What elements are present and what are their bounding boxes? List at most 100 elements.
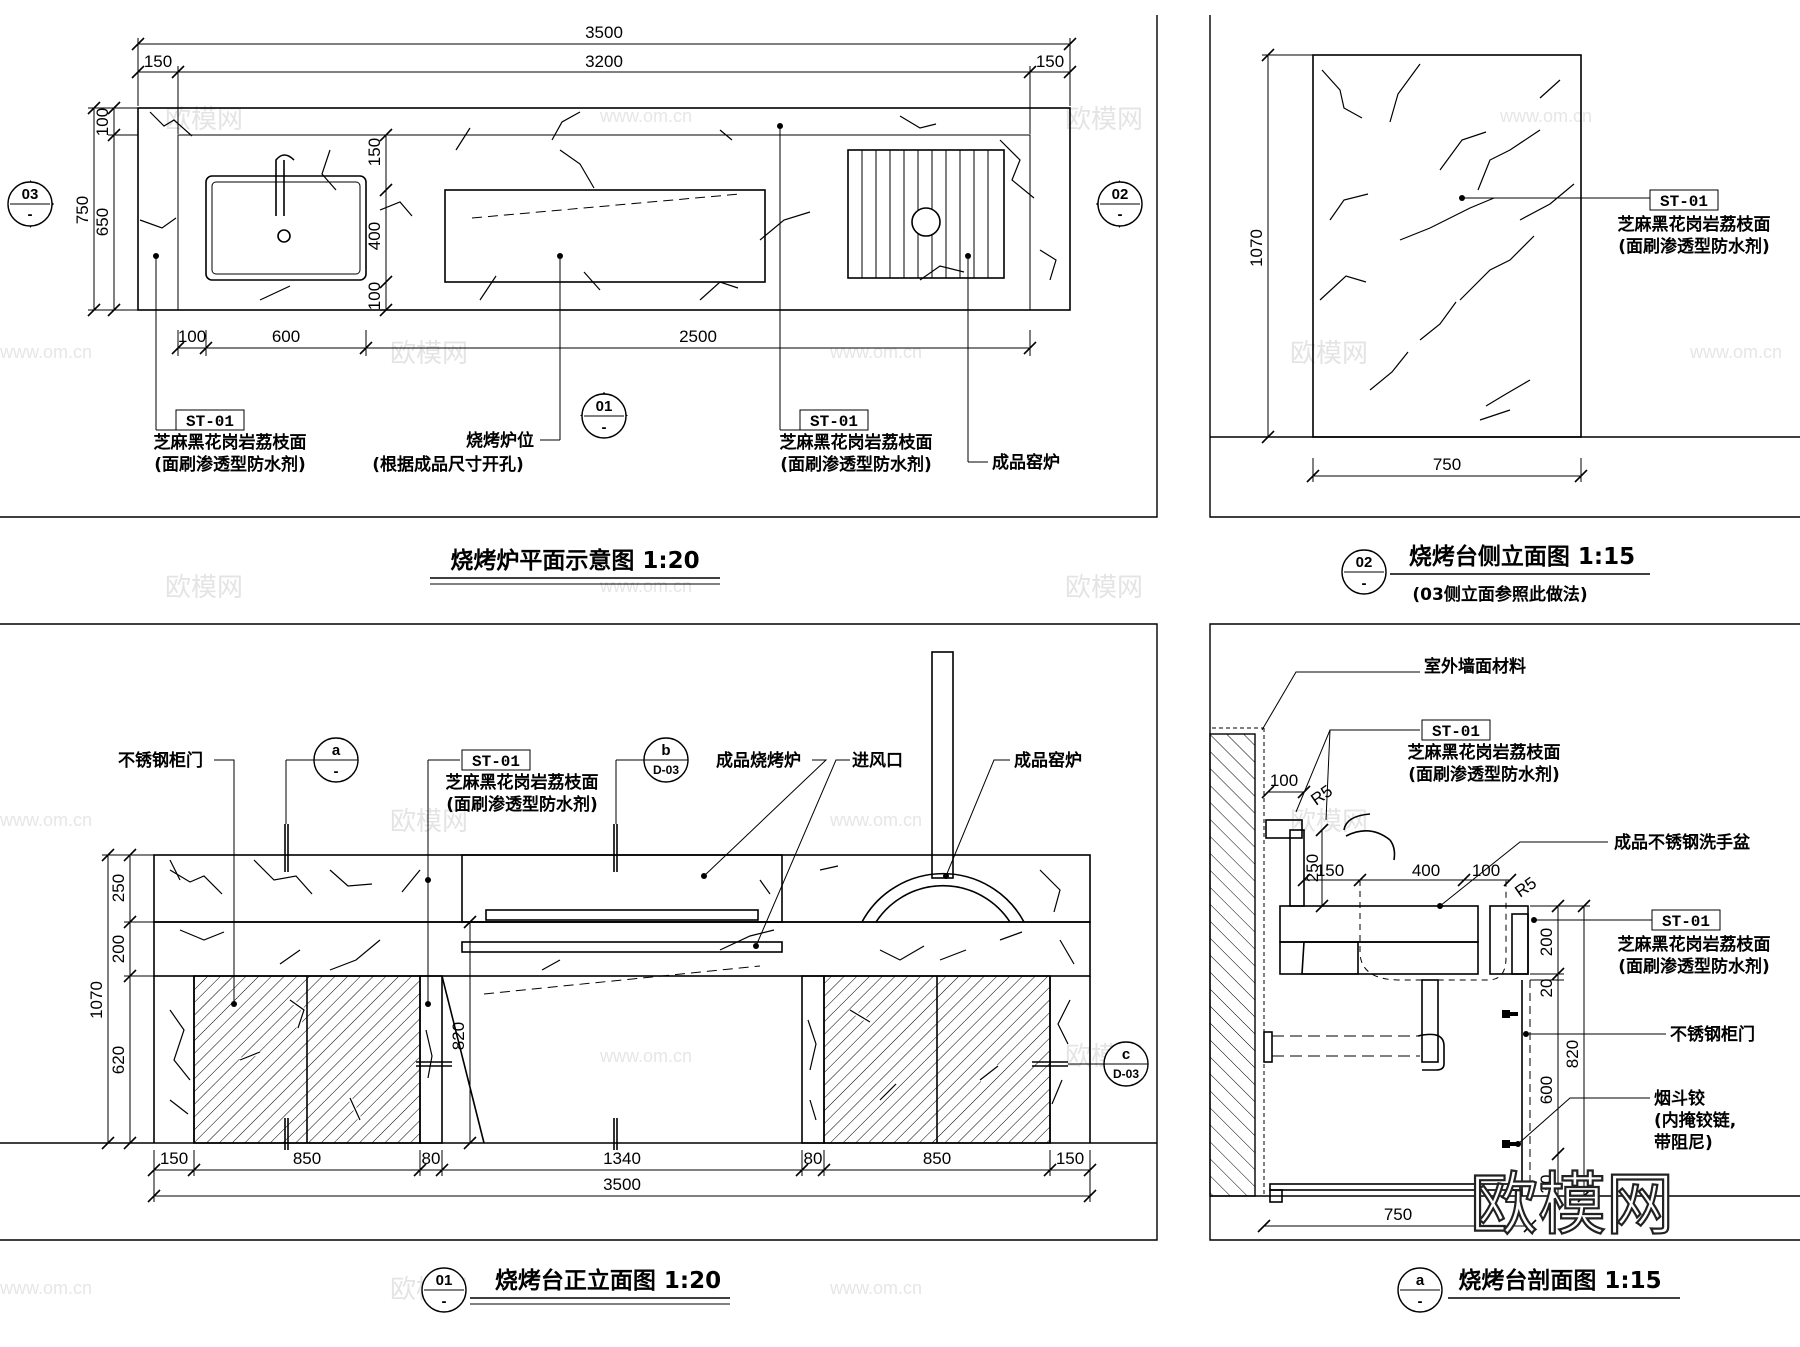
dim-plan-gap150: 150: [365, 138, 384, 166]
dim-side-height: 1070: [1247, 229, 1266, 267]
front-label-kiln: 成品窑炉: [1014, 750, 1082, 771]
plan-title: 烧烤炉平面示意图 1:20: [450, 547, 699, 574]
front-cut-bubble-b[interactable]: b D-03: [643, 737, 689, 783]
side-title: 烧烤台侧立面图 1:15: [1409, 543, 1635, 570]
dim-front-820: 820: [449, 1022, 468, 1050]
dim-plan-gap400: 400: [365, 222, 384, 250]
plan-view: 3500 150 3200 150 750 650 100: [7, 23, 1143, 585]
sec-label-wall: 室外墙面材料: [1424, 656, 1526, 677]
watermark-logo: 欧模网: [165, 105, 243, 135]
front-cut-bubble-c[interactable]: c D-03: [1103, 1041, 1149, 1087]
watermark-logo: 欧模网: [1065, 573, 1143, 603]
dim-front-b80b: 80: [804, 1149, 823, 1168]
dim-front-250: 250: [109, 874, 128, 902]
plan-section-symbol-03[interactable]: 03 -: [7, 180, 54, 228]
front-cutC-num: c: [1122, 1046, 1130, 1063]
watermark-site: www.om.cn: [599, 106, 692, 126]
dim-front-b850a: 850: [293, 1149, 321, 1168]
dim-sec-750: 750: [1384, 1205, 1412, 1224]
watermark-logo: 欧模网: [1065, 105, 1143, 135]
plan-section-symbol-01[interactable]: 01 -: [580, 392, 628, 439]
sec-label-hinge3: 带阻尼): [1654, 1132, 1713, 1153]
sec-label-hinge1: 烟斗铰: [1654, 1088, 1705, 1109]
dim-front-b80a: 80: [422, 1149, 441, 1168]
watermark-logo: 欧模网: [165, 573, 243, 603]
watermark-logo: 欧模网: [390, 807, 468, 837]
plan-sym01-num: 01: [596, 398, 613, 415]
dim-sec-250: 250: [1303, 854, 1322, 882]
front-title-sheet: -: [442, 1293, 447, 1310]
plan-note4-line1: 成品窑炉: [992, 452, 1060, 473]
front-cutB-sheet: D-03: [653, 763, 679, 777]
watermark-logo: 欧模网: [390, 339, 468, 369]
plan-note1-tag: ST-01: [186, 413, 234, 431]
dim-sec-600: 600: [1537, 1076, 1556, 1104]
side-note-line1: 芝麻黑花岗岩荔枝面: [1618, 214, 1771, 235]
dim-front-200: 200: [109, 935, 128, 963]
front-note-tag: ST-01: [472, 753, 520, 771]
front-label-inlet: 进风口: [852, 751, 903, 771]
dim-plan-total: 3500: [585, 23, 623, 42]
plan-sym03-sheet: -: [28, 206, 33, 223]
dim-plan-h-inner: 650: [93, 208, 112, 236]
watermark-site: www.om.cn: [0, 1278, 92, 1298]
front-cutA-num: a: [332, 742, 341, 759]
front-label-door: 不锈钢柜门: [118, 750, 203, 771]
dim-plan-right: 150: [1036, 52, 1064, 71]
section-view: 100 R5 250 150 400 100 R5 200 20 820 600…: [1209, 656, 1800, 1313]
dim-plan-gap100: 100: [365, 282, 384, 310]
side-elevation: 1070 750 ST-01 芝麻黑花岗岩荔枝面 (面刷渗透型防水剂) 02 -…: [1210, 48, 1800, 605]
plan-section-symbol-02[interactable]: 02 -: [1096, 180, 1143, 228]
plan-note3-line1: 芝麻黑花岗岩荔枝面: [780, 432, 933, 453]
plan-sym01-sheet: -: [602, 419, 607, 436]
front-cutB-num: b: [661, 742, 670, 759]
dim-side-width: 750: [1433, 455, 1461, 474]
dim-front-b1340: 1340: [603, 1149, 641, 1168]
dim-sec-r5b: R5: [1511, 873, 1540, 901]
front-title: 烧烤台正立面图 1:20: [495, 1267, 721, 1294]
watermark-site: www.om.cn: [829, 342, 922, 362]
watermark-site: www.om.cn: [829, 1278, 922, 1298]
dim-plan-left: 150: [144, 52, 172, 71]
front-cut-bubble-a[interactable]: a -: [285, 737, 359, 824]
sec-note2-line2: (面刷渗透型防水剂): [1618, 956, 1770, 977]
dim-plan-b2500: 2500: [679, 327, 717, 346]
dim-front-b850b: 850: [923, 1149, 951, 1168]
front-title-bubble[interactable]: 01 -: [421, 1267, 467, 1313]
dim-plan-mid: 3200: [585, 52, 623, 71]
front-elevation: 1070 250 200 620 820 150 850 80 1340 80 …: [0, 651, 1157, 1313]
dim-sec-r5a: R5: [1307, 781, 1336, 809]
side-title-num: 02: [1356, 554, 1373, 571]
watermark-site: www.om.cn: [1499, 106, 1592, 126]
sec-label-door: 不锈钢柜门: [1670, 1024, 1755, 1045]
front-note-line2: (面刷渗透型防水剂): [446, 794, 598, 815]
plan-note2-line1: 烧烤炉位: [466, 430, 534, 451]
section-title: 烧烤台剖面图 1:15: [1458, 1267, 1661, 1294]
watermarks: 欧模网 欧模网 欧模网 欧模网 欧模网 欧模网 欧模网 欧模网 欧模网 欧模网 …: [0, 105, 1782, 1305]
dim-sec-30: 30: [1537, 1175, 1556, 1194]
plan-sym03-num: 03: [22, 186, 39, 203]
front-label-bbq: 成品烧烤炉: [716, 750, 801, 771]
watermark-site: www.om.cn: [0, 810, 92, 830]
side-title-bubble[interactable]: 02 -: [1341, 549, 1387, 595]
watermark-site: www.om.cn: [599, 576, 692, 596]
section-title-bubble[interactable]: a -: [1397, 1267, 1443, 1313]
section-title-sheet: -: [1418, 1293, 1423, 1310]
side-note-tag: ST-01: [1660, 193, 1708, 211]
dim-front-total: 3500: [603, 1175, 641, 1194]
dim-plan-b600: 600: [272, 327, 300, 346]
watermark-logo: 欧模网: [1290, 339, 1368, 369]
dim-front-b150b: 150: [1056, 1149, 1084, 1168]
plan-note3-tag: ST-01: [810, 413, 858, 431]
watermark-site: www.om.cn: [0, 342, 92, 362]
plan-note2-line2: (根据成品尺寸开孔): [372, 454, 524, 475]
plan-note3-line2: (面刷渗透型防水剂): [780, 454, 932, 475]
watermark-site: www.om.cn: [829, 810, 922, 830]
front-title-num: 01: [436, 1272, 453, 1289]
dim-plan-h-top: 100: [93, 108, 112, 136]
section-title-num: a: [1416, 1272, 1425, 1289]
front-note-line1: 芝麻黑花岗岩荔枝面: [446, 772, 599, 793]
dim-front-1070: 1070: [87, 981, 106, 1019]
watermark-site: www.om.cn: [599, 1046, 692, 1066]
